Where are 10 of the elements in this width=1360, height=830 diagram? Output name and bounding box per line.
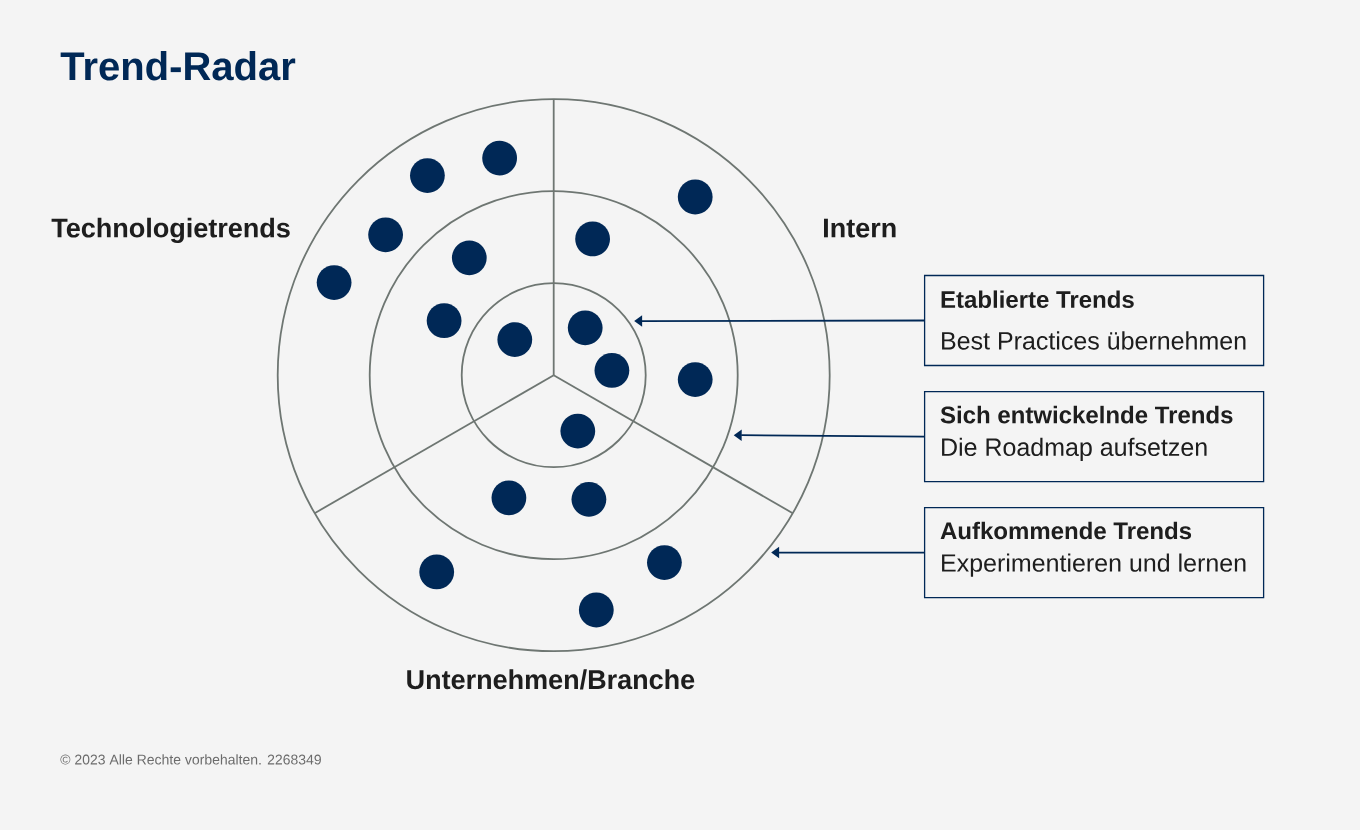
callout-box: Aufkommende Trends Experimentieren und lernen (923, 506, 1265, 599)
copyright-note: © 2023 Alle Rechte vorbehalten. 2268349 (60, 754, 321, 765)
radar-ring (368, 190, 739, 561)
callout-box: Sich entwickelnde Trends Die Roadmap aufsetzen (923, 391, 1265, 483)
radar-ring (460, 282, 647, 469)
title: Trend-Radar (60, 51, 296, 81)
sector-label: Unternehmen/Branche (407, 669, 695, 690)
callout-box: Etablierte Trends Best Practices übernehmen (923, 274, 1265, 367)
sector-label: Intern (824, 218, 896, 238)
sector-label: Technologietrends (51, 217, 290, 244)
